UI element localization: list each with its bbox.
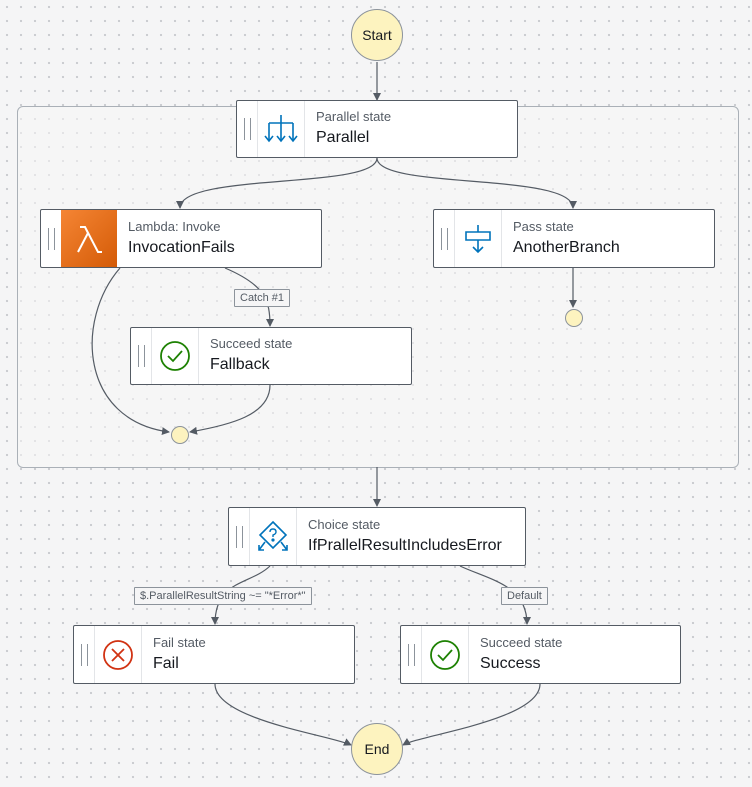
branch-end-dot bbox=[565, 309, 583, 327]
state-type: Succeed state bbox=[480, 634, 563, 650]
edge-success-end bbox=[402, 683, 541, 746]
state-fallback[interactable]: Succeed state Fallback bbox=[130, 327, 412, 385]
edge-parallel-invocation bbox=[176, 157, 378, 209]
state-type: Lambda: Invoke bbox=[128, 218, 221, 234]
merge-dot bbox=[171, 426, 189, 444]
x-icon bbox=[94, 626, 142, 683]
end-node[interactable]: End bbox=[351, 723, 403, 775]
state-type: Succeed state bbox=[210, 336, 293, 351]
state-type: Choice state bbox=[308, 516, 381, 532]
drag-handle[interactable] bbox=[237, 101, 257, 157]
drag-handle[interactable] bbox=[434, 210, 454, 267]
edge-label-catch[interactable]: Catch #1 bbox=[234, 289, 291, 307]
state-another-branch[interactable]: Pass state AnotherBranch bbox=[433, 209, 715, 268]
start-node[interactable]: Start bbox=[351, 9, 403, 61]
edge-label-condition[interactable]: $.ParallelResultString ~= "*Error*" bbox=[134, 587, 312, 605]
state-name: Success bbox=[480, 654, 541, 672]
parallel-branch-container bbox=[17, 106, 739, 468]
state-name: AnotherBranch bbox=[513, 238, 620, 256]
state-name: Fail bbox=[153, 654, 179, 672]
state-name: InvocationFails bbox=[128, 238, 235, 256]
state-type: Parallel state bbox=[316, 109, 392, 124]
state-choice[interactable]: Choice state IfPrallelResultIncludesErro… bbox=[228, 507, 526, 566]
state-fail[interactable]: Fail state Fail bbox=[73, 625, 355, 684]
state-invocation-fails[interactable]: Lambda: Invoke InvocationFails bbox=[40, 209, 322, 268]
state-type: Fail state bbox=[153, 634, 206, 650]
edge-invocation-merge bbox=[91, 267, 170, 436]
state-parallel[interactable]: Parallel state Parallel bbox=[236, 100, 518, 158]
edge-fail-end bbox=[214, 683, 352, 746]
drag-handle[interactable] bbox=[131, 328, 151, 384]
edge-label-default[interactable]: Default bbox=[501, 587, 548, 605]
edge-choice-success bbox=[459, 565, 531, 625]
end-label: End bbox=[364, 741, 390, 757]
check-icon bbox=[151, 328, 199, 384]
lambda-icon bbox=[61, 210, 117, 267]
edge-parallel-another bbox=[376, 157, 577, 209]
drag-handle[interactable] bbox=[229, 508, 249, 565]
drag-handle[interactable] bbox=[401, 626, 421, 683]
drag-handle[interactable] bbox=[41, 210, 61, 267]
check-icon bbox=[421, 626, 469, 683]
edge-choice-fail bbox=[211, 565, 271, 625]
pass-icon bbox=[454, 210, 502, 267]
state-name: Fallback bbox=[210, 356, 270, 373]
state-name: Parallel bbox=[316, 129, 370, 146]
state-name: IfPrallelResultIncludesError bbox=[308, 536, 502, 554]
start-label: Start bbox=[362, 27, 392, 43]
drag-handle[interactable] bbox=[74, 626, 94, 683]
edge-fallback-merge bbox=[189, 384, 271, 435]
state-success[interactable]: Succeed state Success bbox=[400, 625, 681, 684]
parallel-icon bbox=[257, 101, 305, 157]
choice-icon bbox=[249, 508, 297, 565]
state-type: Pass state bbox=[513, 218, 574, 234]
